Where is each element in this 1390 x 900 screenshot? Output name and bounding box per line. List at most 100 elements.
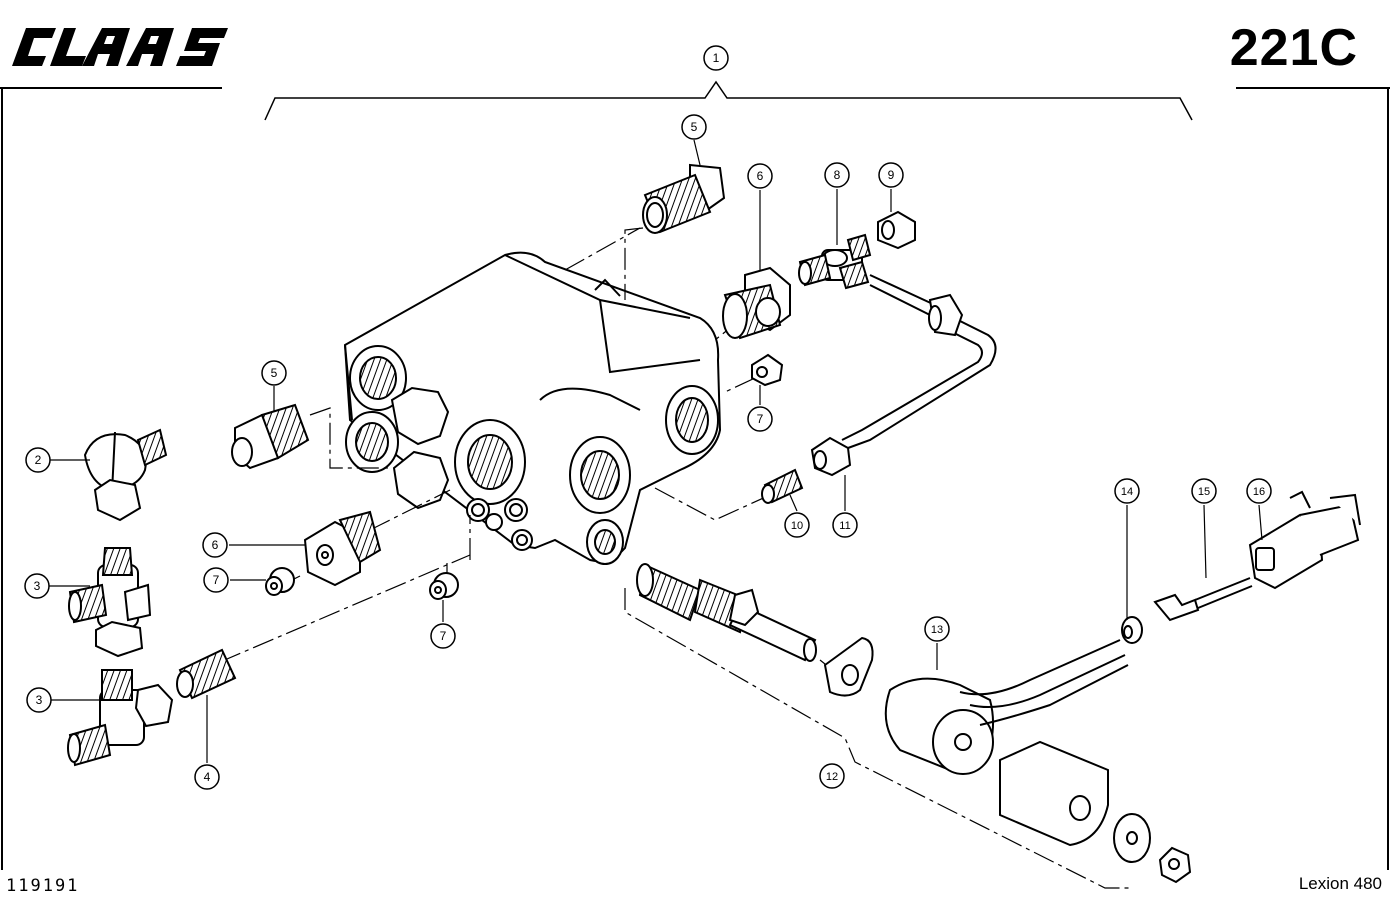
- callout-circle: [747, 406, 773, 432]
- part-washer-plate: [823, 636, 874, 697]
- part-3-tee-lower: [67, 669, 174, 767]
- callout-7: 7: [203, 567, 229, 593]
- callout-label: 1: [713, 51, 720, 65]
- callout-label: 11: [839, 520, 850, 532]
- part-6-upper-plug: [722, 266, 791, 340]
- callout-label: 7: [757, 412, 764, 426]
- callout-6: 6: [202, 532, 228, 558]
- callout-circle: [681, 114, 707, 140]
- part-7-plug-left: [265, 567, 295, 596]
- part-nut-bottom: [1158, 846, 1192, 884]
- callout-label: 12: [826, 771, 838, 783]
- callout-15: 15: [1191, 478, 1217, 504]
- callout-label: 7: [213, 573, 220, 587]
- part-5-left-fitting: [231, 403, 310, 470]
- part-10-union: [761, 468, 804, 504]
- part-7-plug-mid: [429, 572, 459, 600]
- part-14-seal: [1121, 616, 1143, 644]
- callout-label: 5: [691, 120, 698, 134]
- callout-3: 3: [24, 573, 50, 599]
- part-washer-bottom: [1113, 813, 1151, 863]
- callout-circle: [261, 360, 287, 386]
- part-12-spool: [636, 563, 817, 662]
- callout-10: 10: [784, 512, 810, 538]
- callout-label: 14: [1121, 486, 1133, 498]
- callout-label: 7: [440, 629, 447, 643]
- callout-label: 10: [791, 520, 803, 532]
- callout-1: 1: [703, 45, 729, 71]
- pipe-line: [841, 274, 997, 449]
- callout-circle: [203, 567, 229, 593]
- callout-label: 4: [204, 770, 211, 784]
- callout-label: 8: [834, 168, 841, 182]
- callout-label: 15: [1198, 486, 1210, 498]
- callout-circle: [878, 162, 904, 188]
- callout-circle: [784, 512, 810, 538]
- callout-3: 3: [26, 687, 52, 713]
- callout-16: 16: [1246, 478, 1272, 504]
- part-8-tee-fitting: [798, 233, 872, 290]
- callout-label: 13: [931, 624, 943, 636]
- part-13-coil: [884, 639, 1129, 775]
- callout-2: 2: [25, 447, 51, 473]
- callout-label: 6: [212, 538, 219, 552]
- callout-13: 13: [924, 616, 950, 642]
- callout-label: 3: [34, 579, 41, 593]
- callout-12: 12: [819, 763, 845, 789]
- callout-7: 7: [430, 623, 456, 649]
- part-coil-cover: [999, 740, 1109, 847]
- callout-circle: [1191, 478, 1217, 504]
- drawing-number: 119191: [6, 876, 80, 896]
- callout-circle: [703, 45, 729, 71]
- callout-4: 4: [194, 764, 220, 790]
- callout-circle: [1246, 478, 1272, 504]
- callout-8: 8: [824, 162, 850, 188]
- callout-circle: [819, 763, 845, 789]
- callout-label: 3: [36, 693, 43, 707]
- callout-circle: [832, 512, 858, 538]
- callout-circle: [430, 623, 456, 649]
- callout-circle: [26, 687, 52, 713]
- callout-5: 5: [681, 114, 707, 140]
- callout-label: 6: [757, 169, 764, 183]
- part-6-left-plug: [303, 510, 382, 587]
- part-16-connector: [1248, 490, 1361, 590]
- callout-7: 7: [747, 406, 773, 432]
- callout-circle: [824, 162, 850, 188]
- callout-label: 16: [1253, 486, 1265, 498]
- valve-block: [343, 251, 722, 565]
- callout-circle: [25, 447, 51, 473]
- part-2-banjo-fitting: [83, 428, 168, 522]
- assembly-bracket: [264, 80, 1193, 121]
- callout-circle: [924, 616, 950, 642]
- center-lines: [219, 227, 1130, 889]
- callout-label: 2: [35, 453, 42, 467]
- callout-5: 5: [261, 360, 287, 386]
- callout-circle: [202, 532, 228, 558]
- part-15-contact: [1153, 577, 1253, 622]
- part-5-upper-fitting: [642, 163, 726, 234]
- model-label: Lexion 480: [1298, 874, 1382, 893]
- callout-label: 9: [888, 168, 895, 182]
- callout-circle: [747, 163, 773, 189]
- callout-9: 9: [878, 162, 904, 188]
- part-7-plug-upper: [751, 353, 784, 387]
- callout-11: 11: [832, 512, 858, 538]
- callout-circle: [1114, 478, 1140, 504]
- brand-logo: [12, 28, 228, 66]
- callout-circle: [194, 764, 220, 790]
- callout-label: 5: [271, 366, 278, 380]
- callout-14: 14: [1114, 478, 1140, 504]
- part-4-union: [176, 648, 237, 700]
- callout-circle: [24, 573, 50, 599]
- leader-lines: [49, 139, 1263, 763]
- callout-6: 6: [747, 163, 773, 189]
- part-3-tee-upper: [68, 547, 152, 658]
- part-pipe-nut: [928, 293, 964, 337]
- part-9-nut: [877, 210, 916, 250]
- frame-lines: [0, 87, 1390, 870]
- part-11-nut: [810, 436, 852, 477]
